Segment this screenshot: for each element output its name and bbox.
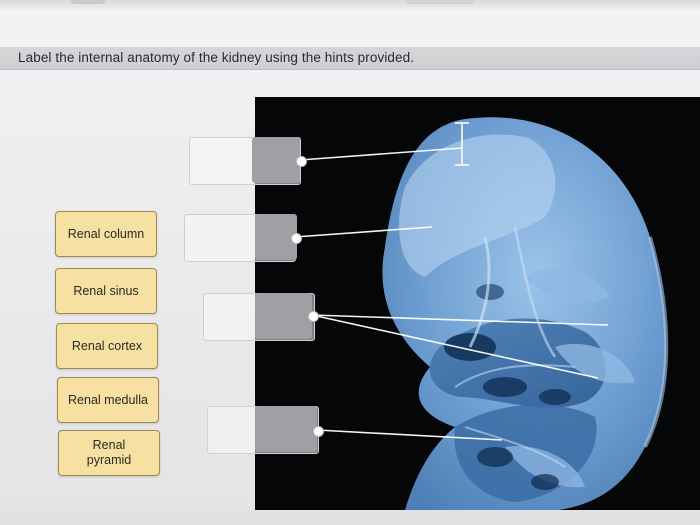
bottom-strip — [0, 510, 700, 525]
label-chip-text: Renal cortex — [71, 338, 143, 353]
label-chip-text: Renal pyramid — [86, 438, 132, 467]
anchor-dot-3 — [308, 311, 319, 322]
label-chip-renal-sinus[interactable]: Renal sinus — [55, 268, 157, 314]
question-instruction: Label the internal anatomy of the kidney… — [18, 50, 415, 65]
drop-zone-3-tab — [255, 293, 312, 339]
label-chip-text: Renal sinus — [73, 283, 139, 298]
drop-zone-4-tab — [255, 406, 317, 452]
top-strip — [0, 0, 700, 10]
label-chip-text: Renal medulla — [68, 392, 148, 407]
kidney-illustration — [382, 117, 669, 510]
label-chip-renal-cortex[interactable]: Renal cortex — [56, 323, 158, 369]
anchor-dot-4 — [313, 426, 324, 437]
kidney-section-image — [255, 97, 700, 510]
drop-zone-1-tab — [252, 137, 300, 183]
anchor-dot-2 — [291, 233, 302, 244]
label-chip-renal-column[interactable]: Renal column — [55, 211, 157, 257]
drop-zone-2-tab — [255, 214, 297, 260]
label-chip-renal-pyramid[interactable]: Renal pyramid — [58, 430, 160, 476]
anchor-dot-1 — [296, 156, 307, 167]
label-chip-renal-medulla[interactable]: Renal medulla — [57, 377, 159, 423]
instruction-bar — [0, 47, 700, 70]
label-chip-text: Renal column — [67, 226, 145, 241]
